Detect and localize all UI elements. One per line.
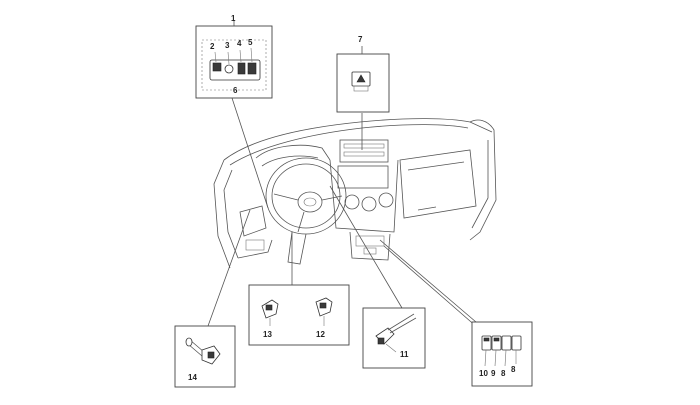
dashboard-illustration <box>213 118 497 269</box>
callout-4: 4 <box>237 39 242 48</box>
callout-6: 6 <box>233 86 238 95</box>
callout-11: 11 <box>400 350 409 359</box>
leader-lines <box>207 97 479 329</box>
callout-2: 2 <box>210 42 215 51</box>
detail-box-7: 7 <box>336 35 390 113</box>
detail-box-1: 1 2 3 4 5 6 <box>195 14 273 99</box>
callout-14: 14 <box>188 373 197 382</box>
callout-5: 5 <box>248 38 253 47</box>
callout-8-left: 8 <box>501 369 506 378</box>
detail-box-14: 14 <box>174 325 236 388</box>
callout-7: 7 <box>358 35 363 44</box>
detail-box-12-13: 13 12 <box>248 284 350 346</box>
callout-1: 1 <box>231 14 236 23</box>
detail-box-11: 11 <box>362 307 426 369</box>
callout-3: 3 <box>225 41 230 50</box>
callout-13: 13 <box>263 330 272 339</box>
callout-12: 12 <box>316 330 325 339</box>
callout-8-right: 8 <box>511 365 516 374</box>
callout-10: 10 <box>479 369 488 378</box>
callout-9: 9 <box>491 369 496 378</box>
detail-box-8-9-10: 10 9 8 8 <box>471 321 533 387</box>
